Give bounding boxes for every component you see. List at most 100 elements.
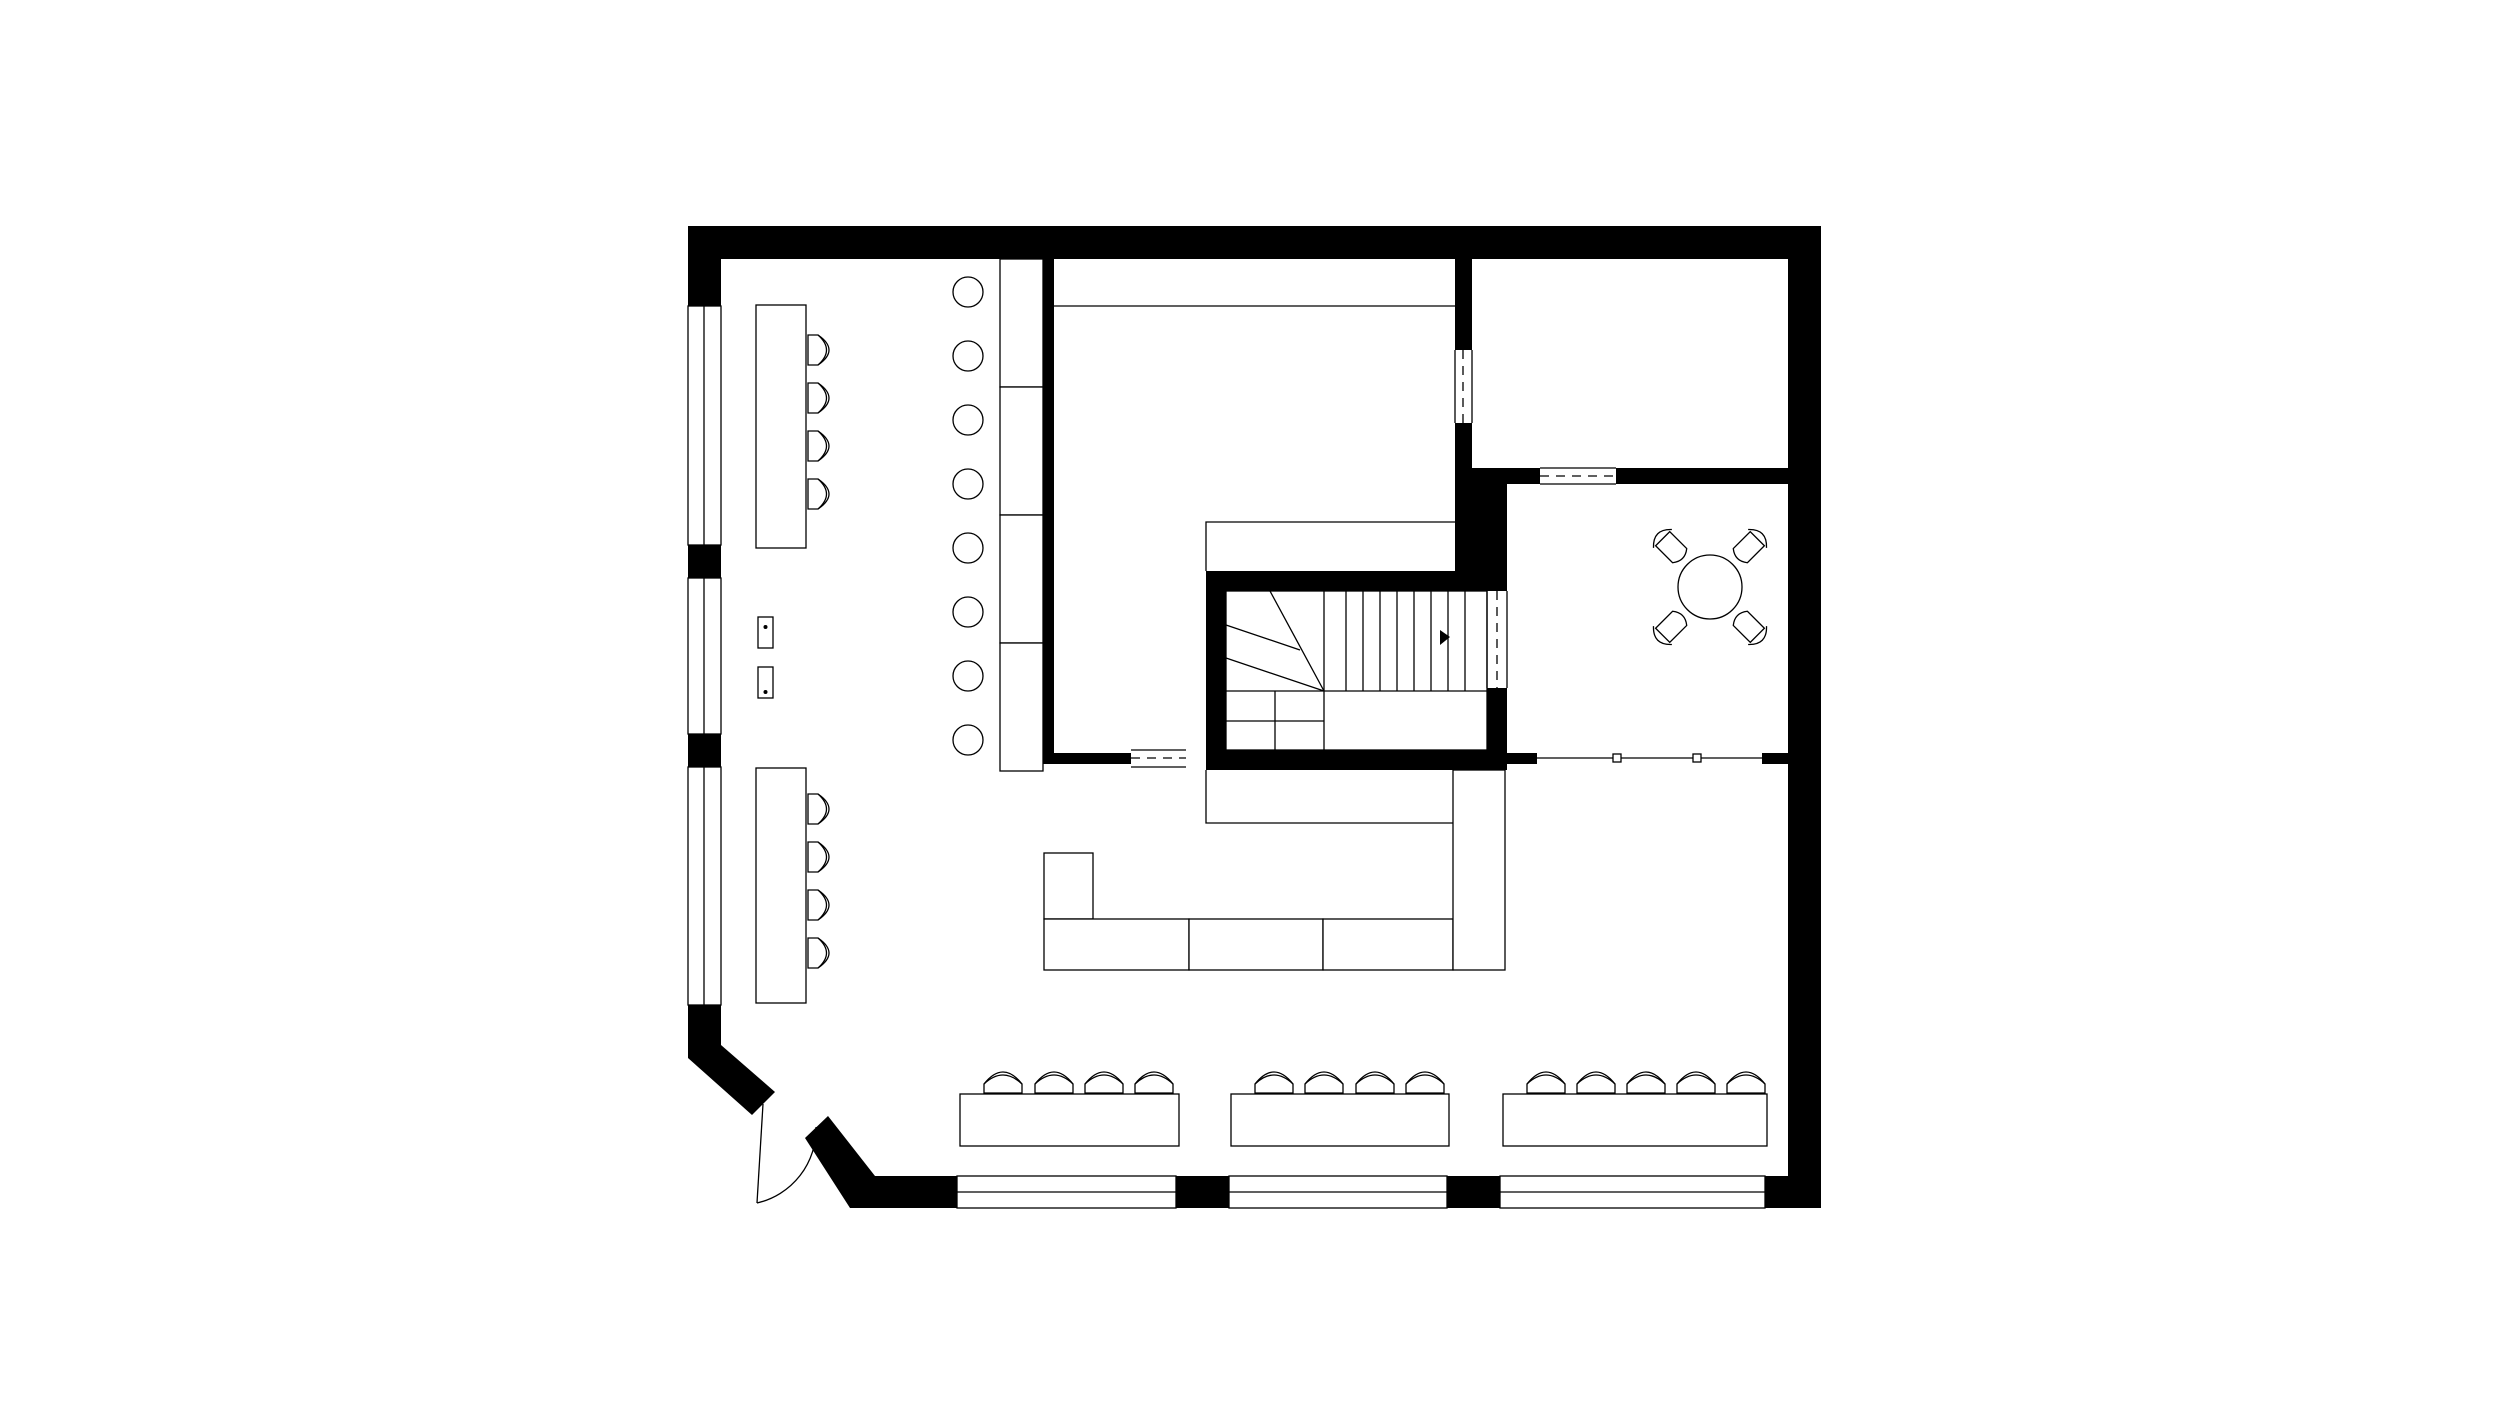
bar-segment [999, 514, 1044, 644]
office-door [1540, 467, 1616, 485]
entrance-door [756, 1103, 817, 1204]
bar-stool [952, 340, 984, 372]
east-wall [1788, 226, 1821, 1208]
chair [1526, 1071, 1566, 1094]
chair [807, 478, 830, 510]
stair-door [1486, 591, 1508, 688]
west-wall-pier [688, 545, 721, 578]
socket-icon [757, 666, 774, 699]
chamfer-wall-upper [688, 1045, 775, 1115]
window-table-south [755, 767, 807, 1004]
west-wall-pier [688, 226, 721, 306]
bench-table [1230, 1093, 1450, 1147]
bar-segment [999, 258, 1044, 388]
bar-stool [952, 404, 984, 436]
chair [1034, 1071, 1074, 1094]
chair [1355, 1071, 1395, 1094]
kitchen-counters [1054, 305, 1455, 571]
south-window [1228, 1175, 1448, 1209]
bar-stool [952, 276, 984, 308]
south-wall-pier [1447, 1176, 1500, 1208]
bar-counter [999, 258, 1044, 772]
chamfer-wall-lower [805, 1116, 875, 1208]
stair-treads [1345, 591, 1466, 691]
bar-stool [952, 724, 984, 756]
chair [1626, 1071, 1666, 1094]
south-wall-pier [1176, 1176, 1229, 1208]
chair [1652, 610, 1688, 646]
stair-core-top-wall [1206, 571, 1472, 591]
exterior-walls [688, 226, 1821, 1208]
office-south-wall [1762, 753, 1788, 764]
counter-above-stairs [1205, 521, 1455, 571]
bench-chairs [983, 1071, 1766, 1094]
chair [807, 382, 830, 414]
kitchen-east-wall [1455, 259, 1472, 350]
bench-table [1502, 1093, 1768, 1147]
chair [1652, 528, 1688, 564]
chair [1726, 1071, 1766, 1094]
kitchen-south-wall [1043, 753, 1131, 764]
sliding-partition [1537, 753, 1762, 763]
bar-stool [952, 596, 984, 628]
bar-segment [999, 642, 1044, 772]
round-table [1677, 554, 1743, 620]
chair [807, 334, 830, 366]
interior-walls [1043, 259, 1788, 770]
bar-stool [952, 468, 984, 500]
chair [807, 889, 830, 921]
south-wall-pier [1765, 1176, 1821, 1208]
chair [1254, 1071, 1294, 1094]
chair [807, 937, 830, 969]
service-counter [1043, 769, 1506, 971]
bar-stool [952, 532, 984, 564]
chair [1732, 528, 1768, 564]
storage-door [1454, 350, 1473, 423]
south-window [956, 1175, 1177, 1209]
windows [687, 305, 1766, 1209]
stair-core-west-wall [1206, 571, 1226, 770]
storage-south-wall [1472, 468, 1540, 484]
stair-direction-arrow [1440, 630, 1450, 645]
door-swing-arc [756, 1126, 817, 1204]
wall-sockets [757, 616, 774, 699]
chair [1405, 1071, 1445, 1094]
round-table-chairs [1652, 528, 1768, 646]
chair [1084, 1071, 1124, 1094]
chair [1304, 1071, 1344, 1094]
west-window [687, 305, 722, 546]
socket-icon [757, 616, 774, 649]
chair [1134, 1071, 1174, 1094]
kitchen-west-wall [1043, 259, 1054, 764]
storage-south-wall [1616, 468, 1788, 484]
meeting-table [1677, 554, 1743, 620]
chair [1732, 610, 1768, 646]
chair [807, 793, 830, 825]
window-table-chairs [807, 334, 830, 969]
office-south-wall [1507, 753, 1537, 764]
south-wall-pier [860, 1176, 957, 1208]
stair-core-east-wall [1487, 688, 1507, 770]
west-wall-pier [688, 734, 721, 767]
chair [983, 1071, 1023, 1094]
chair [1576, 1071, 1616, 1094]
stair-core-bottom-wall [1206, 750, 1507, 770]
bar-stool [952, 660, 984, 692]
west-window [687, 766, 722, 1006]
kitchen-door [1131, 749, 1186, 768]
south-window [1499, 1175, 1766, 1209]
bench-tables [959, 1093, 1768, 1147]
stair-core-step-wall [1455, 484, 1507, 591]
bar-segment [999, 386, 1044, 516]
north-wall [688, 226, 1821, 259]
staircase[interactable] [1225, 590, 1488, 751]
door-openings [1131, 350, 1616, 768]
door-leaf [756, 1103, 764, 1204]
chair [807, 430, 830, 462]
chair [807, 841, 830, 873]
chair [1676, 1071, 1716, 1094]
west-window [687, 577, 722, 735]
window-table-north [755, 304, 807, 549]
bench-table [959, 1093, 1180, 1147]
